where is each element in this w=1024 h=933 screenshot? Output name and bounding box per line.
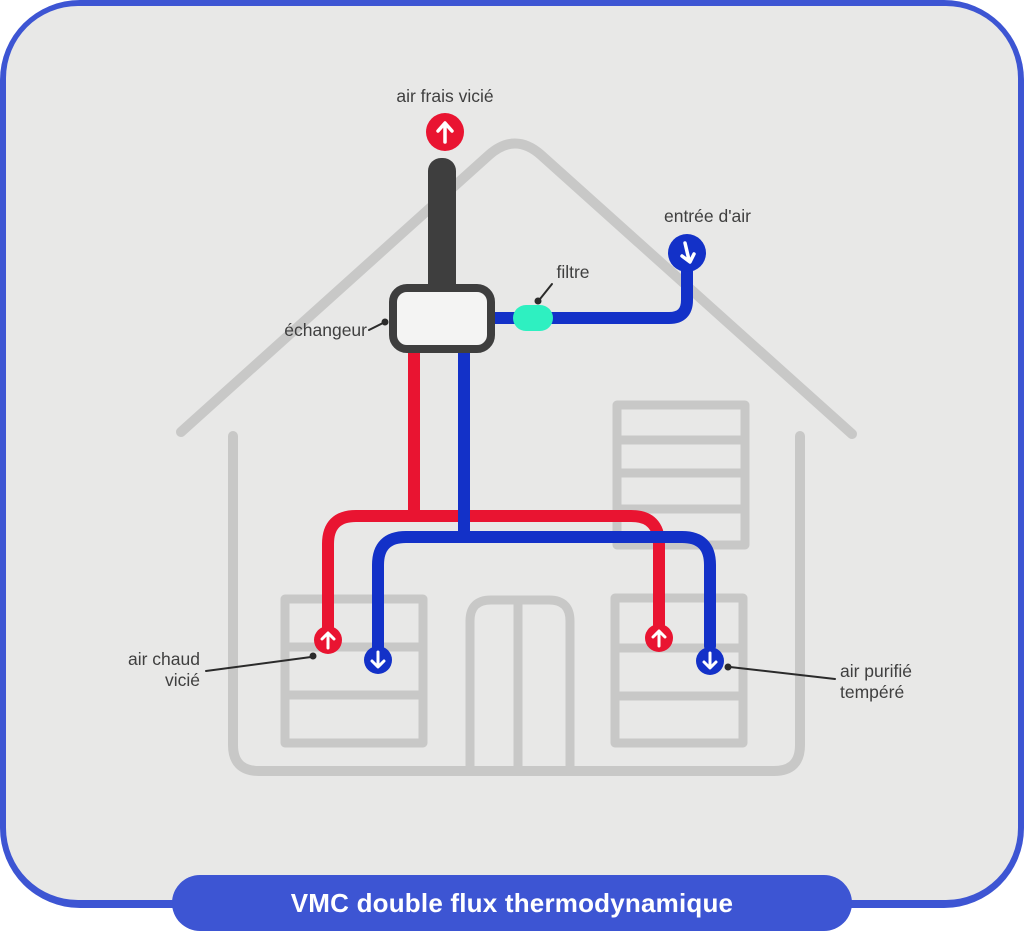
window-upper-right [612, 400, 750, 550]
air-chaud-pointer-line [205, 656, 312, 672]
label-filtre: filtre [556, 262, 590, 282]
roof-outline [176, 138, 857, 439]
label-air-chaud-vicie: air chaud vicié [128, 649, 200, 690]
label-echangeur: échangeur [284, 320, 367, 340]
echangeur-pointer-line [368, 322, 384, 331]
hot-air-vent-right [645, 624, 673, 652]
panel-background [6, 6, 1018, 900]
arrow-up-icon [320, 631, 336, 650]
exhaust-air-indicator [426, 113, 464, 151]
arrow-down-icon [680, 241, 696, 264]
arrow-up-icon [651, 629, 667, 648]
door-outline [465, 595, 575, 776]
diagram-title: VMC double flux thermodynamique [290, 887, 734, 918]
title-banner: VMC double flux thermodynamique [172, 875, 852, 931]
purified-air-vent-left [364, 646, 392, 674]
arrow-down-icon [370, 650, 386, 669]
chimney-duct [428, 158, 456, 298]
label-air-frais-vicie: air frais vicié [396, 86, 494, 106]
air-purifie-pointer-line [729, 666, 836, 680]
air-inlet-indicator [668, 234, 706, 272]
arrow-down-icon [702, 651, 718, 670]
air-filter [513, 305, 553, 331]
radiator-left [280, 594, 428, 748]
purified-air-vent-right [696, 647, 724, 675]
radiator-right [610, 593, 748, 748]
label-air-purifie-tempere: air purifié tempéré [840, 661, 912, 702]
house-outline [176, 138, 857, 776]
pointer-lines [205, 283, 836, 680]
fresh-air-duct [372, 261, 716, 655]
label-entree-dair: entrée d'air [663, 206, 751, 226]
filtre-pointer-line [539, 283, 553, 300]
arrow-up-icon [436, 121, 454, 144]
hot-air-vent-left [314, 626, 342, 654]
heat-exchanger-box [389, 284, 495, 353]
